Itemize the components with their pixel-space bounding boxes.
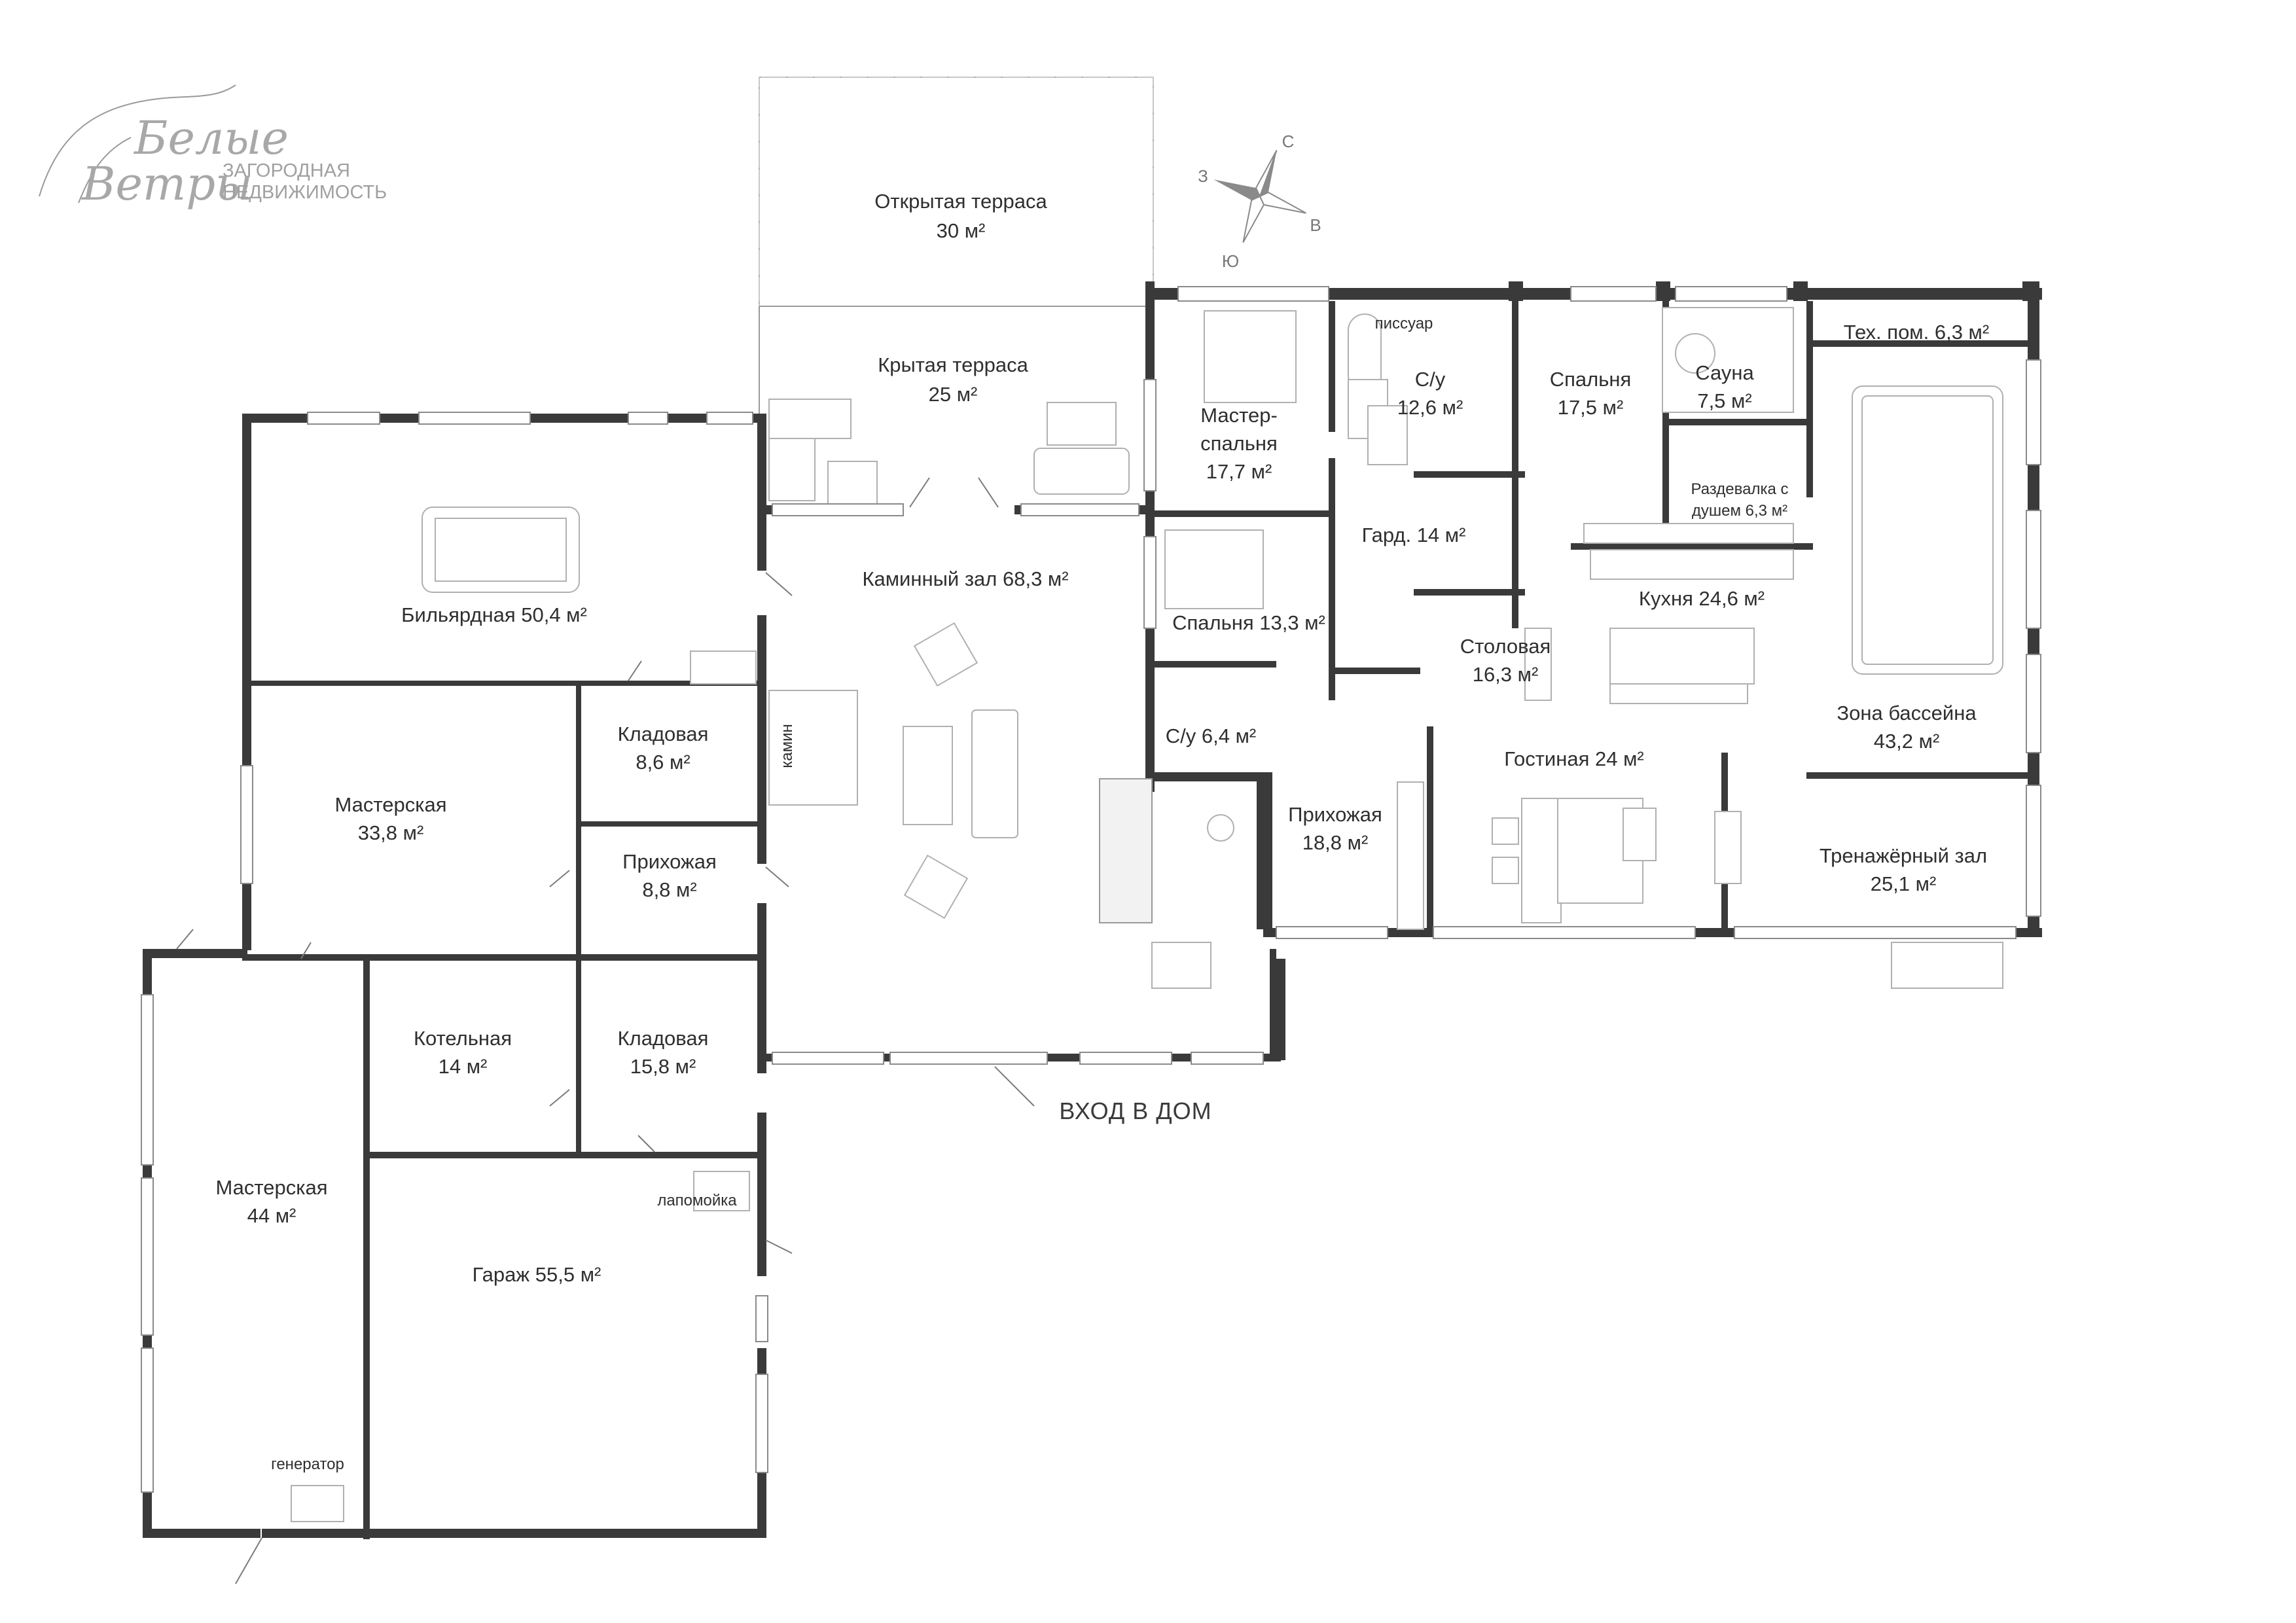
logo-sub2: НЕДВИЖИМОСТЬ xyxy=(223,182,387,203)
compass-south: Ю xyxy=(1222,251,1239,271)
open-terrace-area: 30 м² xyxy=(937,219,986,242)
fireplace-hall-label: Каминный зал 68,3 м² xyxy=(862,567,1068,590)
wardrobe-label: Гард. 14 м² xyxy=(1362,524,1466,546)
compass-north: С xyxy=(1282,132,1295,151)
logo-line1: Белые xyxy=(133,111,289,165)
workshop2-name: Мастерская xyxy=(215,1176,327,1199)
workshop2-area: 44 м² xyxy=(247,1204,296,1227)
bedroom1-name: Спальня xyxy=(1550,368,1632,391)
master-bedroom-name1: Мастер- xyxy=(1200,404,1278,427)
covered-terrace-name: Крытая терраса xyxy=(878,353,1028,376)
hallway-small-area: 8,8 м² xyxy=(642,878,696,901)
hallway-small-name: Прихожая xyxy=(622,850,717,873)
kitchen-label: Кухня 24,6 м² xyxy=(1639,587,1765,610)
sauna-area: 7,5 м² xyxy=(1697,389,1751,412)
pantry-small-name: Кладовая xyxy=(618,722,709,745)
bedroom1-area: 17,5 м² xyxy=(1558,396,1624,419)
paw-washer-label: лапомойка xyxy=(657,1192,737,1209)
generator-label: генератор xyxy=(271,1455,344,1473)
open-terrace-name: Открытая терраса xyxy=(874,190,1047,213)
room-labels: Открытая терраса 30 м² Крытая терраса 25… xyxy=(215,190,1989,1286)
logo-sub1: ЗАГОРОДНАЯ xyxy=(223,160,350,181)
bedroom2-label: Спальня 13,3 м² xyxy=(1172,611,1325,634)
boiler-name: Котельная xyxy=(414,1027,512,1050)
bath-large-name: С/у xyxy=(1415,368,1446,391)
logo-line2: Ветры xyxy=(81,157,253,211)
workshop1-area: 33,8 м² xyxy=(358,821,424,844)
bath-large-area: 12,6 м² xyxy=(1397,396,1463,419)
pantry-large-name: Кладовая xyxy=(618,1027,709,1050)
pantry-small-area: 8,6 м² xyxy=(636,751,690,774)
compass-west: З xyxy=(1198,166,1208,186)
gym-name: Тренажёрный зал xyxy=(1820,844,1987,867)
doors xyxy=(176,477,1035,1584)
dining-name: Столовая xyxy=(1460,635,1551,658)
windows xyxy=(141,286,2041,1493)
urinal-label: писсуар xyxy=(1375,315,1433,332)
pool-area: 43,2 м² xyxy=(1874,730,1940,753)
entry-hall-area: 18,8 м² xyxy=(1302,831,1369,854)
covered-terrace-area: 25 м² xyxy=(929,383,978,406)
dining-area: 16,3 м² xyxy=(1473,663,1539,686)
gym-area: 25,1 м² xyxy=(1871,872,1937,895)
compass-rose xyxy=(1213,150,1306,243)
covered-terrace xyxy=(759,306,1153,505)
pool-name: Зона бассейна xyxy=(1837,702,1977,724)
boiler-area: 14 м² xyxy=(439,1055,488,1078)
master-bedroom-name2: спальня xyxy=(1200,432,1278,455)
fixture-labels: писсуар камин лапомойка генератор xyxy=(271,315,1433,1473)
sauna-name: Сауна xyxy=(1695,361,1754,384)
changing-name1: Раздевалка с xyxy=(1691,480,1789,498)
fireplace-label: камин xyxy=(778,724,796,768)
furniture xyxy=(291,307,2003,1522)
changing-name2: душем 6,3 м² xyxy=(1692,502,1787,520)
compass-east: В xyxy=(1310,215,1321,235)
bath-small-label: С/у 6,4 м² xyxy=(1166,724,1256,747)
entry-hall-name: Прихожая xyxy=(1288,803,1382,826)
tech-room-label: Тех. пом. 6,3 м² xyxy=(1844,321,1989,344)
entrance-label: ВХОД В ДОМ xyxy=(1059,1097,1211,1124)
master-bedroom-area: 17,7 м² xyxy=(1206,460,1272,483)
pantry-large-area: 15,8 м² xyxy=(630,1055,696,1078)
workshop1-name: Мастерская xyxy=(334,793,446,816)
billiard-label: Бильярдная 50,4 м² xyxy=(401,603,587,626)
company-logo: Белые Ветры ЗАГОРОДНАЯ НЕДВИЖИМОСТЬ xyxy=(39,84,387,211)
garage-label: Гараж 55,5 м² xyxy=(473,1263,601,1286)
living-label: Гостиная 24 м² xyxy=(1504,747,1643,770)
